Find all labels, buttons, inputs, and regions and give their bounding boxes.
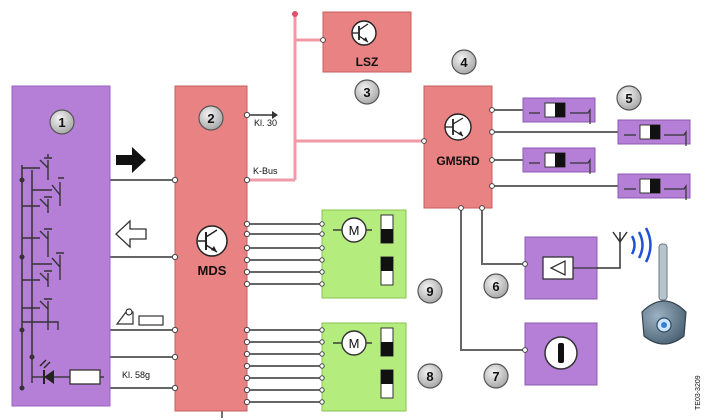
arrow-right-icon <box>116 147 146 173</box>
kl58g-label: Kl. 58g <box>122 370 150 380</box>
badge-1: 1 <box>49 109 75 135</box>
badge-7: 7 <box>483 363 509 389</box>
gm5rd-module: GM5RD <box>423 85 493 209</box>
arrow-left-icon <box>115 219 147 249</box>
lsz-module: LSZ <box>320 11 412 73</box>
window-switch-2 <box>617 119 691 146</box>
badge-4: 4 <box>451 49 477 75</box>
led-icon <box>31 357 70 384</box>
switch-panel <box>11 85 111 407</box>
k-bus-terminal <box>292 11 298 17</box>
window-switch-3 <box>522 147 596 174</box>
motor-icon: M <box>333 330 372 356</box>
svg-text:M: M <box>349 223 360 238</box>
badge-6: 6 <box>483 273 509 299</box>
svg-text:7: 7 <box>492 369 499 384</box>
remote-receiver-module <box>522 236 598 300</box>
kbus-label: K-Bus <box>253 166 278 176</box>
window-switch-1 <box>522 97 596 124</box>
antenna-icon <box>597 231 628 269</box>
ignition-lock-module <box>522 322 598 386</box>
svg-text:3: 3 <box>363 85 370 100</box>
window-switch-4 <box>617 173 691 200</box>
mirror-fold-icon <box>115 308 164 326</box>
lsz-label: LSZ <box>356 55 379 69</box>
radio-waves-icon <box>630 227 652 263</box>
motor-icon: M <box>333 217 372 243</box>
svg-text:5: 5 <box>625 91 632 106</box>
svg-text:6: 6 <box>492 279 499 294</box>
badge-8: 8 <box>417 363 443 389</box>
svg-text:8: 8 <box>426 369 433 384</box>
key-icon <box>641 243 687 345</box>
badge-2: 2 <box>198 105 224 131</box>
svg-text:1: 1 <box>58 115 65 130</box>
badge-9: 9 <box>417 278 443 304</box>
svg-text:4: 4 <box>460 55 468 70</box>
svg-text:9: 9 <box>426 284 433 299</box>
gm5rd-label: GM5RD <box>436 154 480 168</box>
k-bus-wiring <box>247 14 424 182</box>
resistor-icon <box>69 369 101 385</box>
svg-text:M: M <box>349 336 360 351</box>
transistor-icon <box>196 225 228 257</box>
svg-text:2: 2 <box>207 111 214 126</box>
mds-label: MDS <box>198 263 227 278</box>
actuator-upper-module: M <box>319 209 407 299</box>
kl30-label: Kl. 30 <box>254 118 277 128</box>
push-switch-icon <box>22 154 64 213</box>
actuator-lower-module: M <box>319 322 407 412</box>
badge-5: 5 <box>616 85 642 111</box>
badge-3: 3 <box>354 79 380 105</box>
side-reference-code: TE03-3209 <box>695 375 702 410</box>
